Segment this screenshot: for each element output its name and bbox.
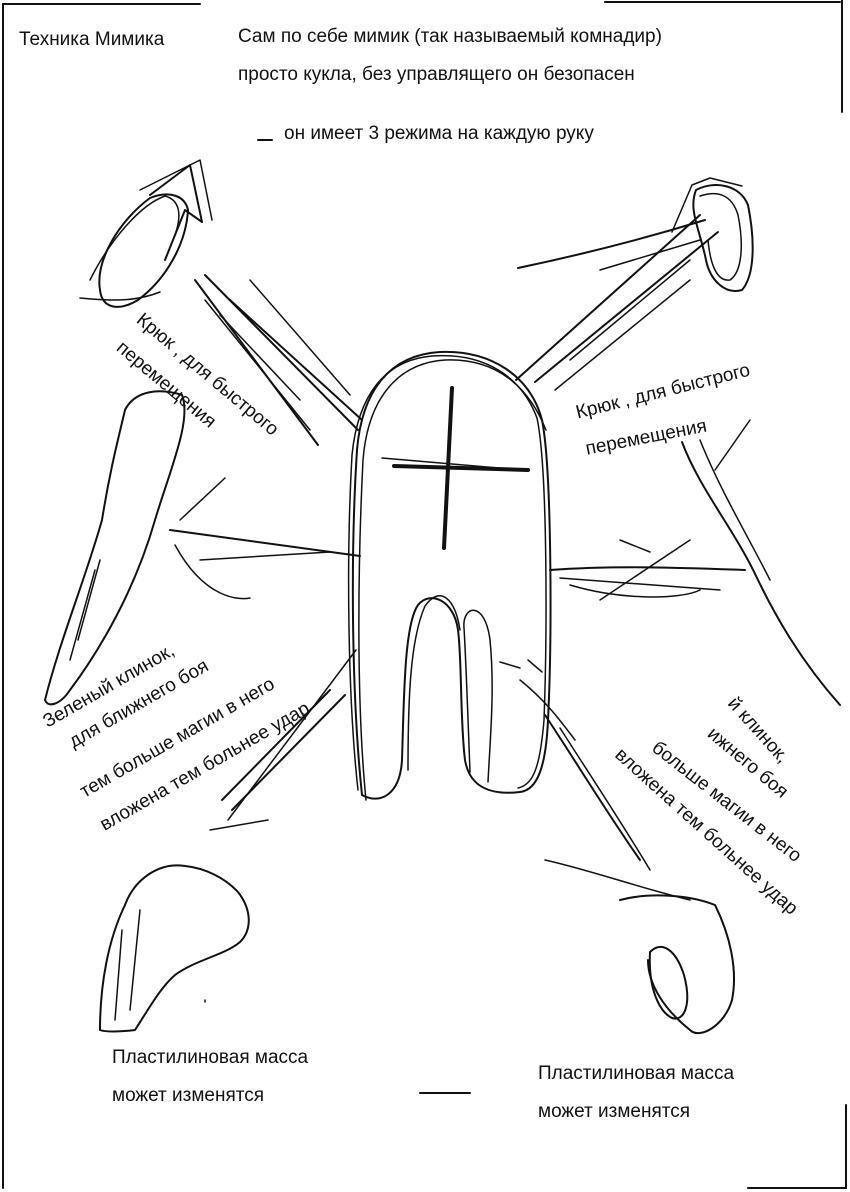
hook-left-drawing xyxy=(79,159,363,446)
mass-right-label-line-2: может изменятся xyxy=(538,1101,691,1122)
mass-left-label-line-2: может изменятся xyxy=(112,1085,265,1106)
mass-left-label-line-1: Пластилиновая масса xyxy=(112,1047,309,1068)
mimic-body xyxy=(347,350,552,801)
intro-line-1: Сам по себе мимик (так называемый комнад… xyxy=(238,26,662,47)
intro-line-2: просто кукла, без управлящего он безопас… xyxy=(238,64,635,85)
mass-right-label-line-1: Пластилиновая масса xyxy=(538,1063,735,1084)
hook-right-drawing xyxy=(515,177,754,391)
mass-left-drawing xyxy=(99,649,357,1033)
blade-left-drawing xyxy=(44,390,361,706)
blade-right-drawing xyxy=(549,419,841,706)
intro-line-3: он имеет 3 режима на каждую руку xyxy=(284,123,594,144)
mass-right-drawing xyxy=(519,679,735,1035)
title-label: Техника Мимика xyxy=(19,29,165,50)
